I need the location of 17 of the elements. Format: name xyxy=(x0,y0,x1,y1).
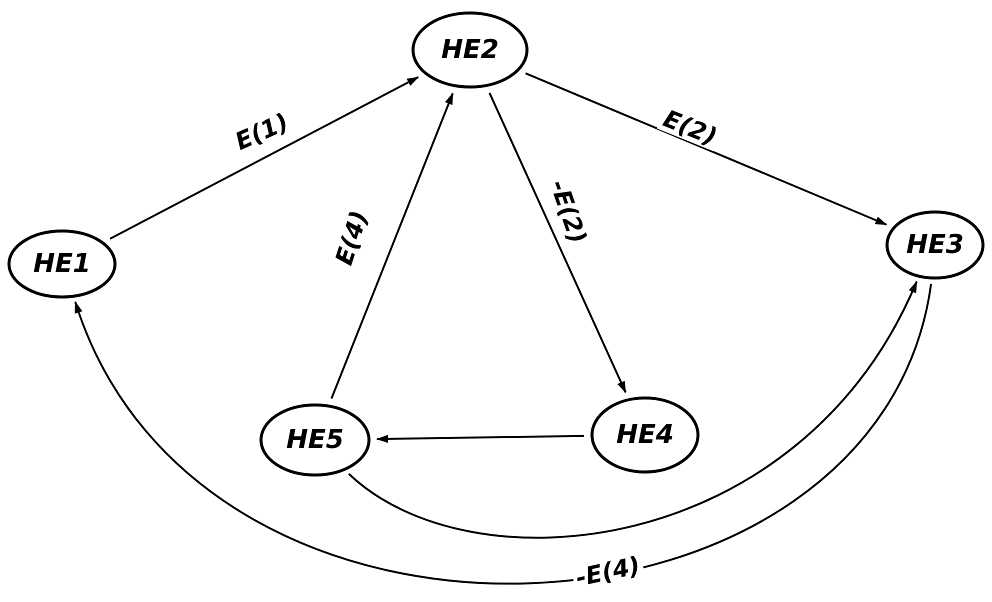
node-label: HE5 xyxy=(286,425,344,455)
node-label: HE1 xyxy=(33,249,91,279)
state-ellipse xyxy=(411,11,529,89)
arrow xyxy=(330,92,454,399)
state-ellipse xyxy=(885,210,985,280)
arrow xyxy=(74,284,932,584)
state-ellipse xyxy=(7,229,117,299)
arrow xyxy=(525,72,888,226)
state-ellipse xyxy=(590,396,700,474)
node-label: HE3 xyxy=(906,230,964,260)
node-label: HE4 xyxy=(616,420,674,450)
arrow xyxy=(488,92,627,394)
state-ellipse xyxy=(259,403,371,477)
arrow xyxy=(348,280,918,538)
arrow xyxy=(110,76,420,240)
node-label: HE2 xyxy=(441,35,499,65)
arrow xyxy=(376,434,584,443)
